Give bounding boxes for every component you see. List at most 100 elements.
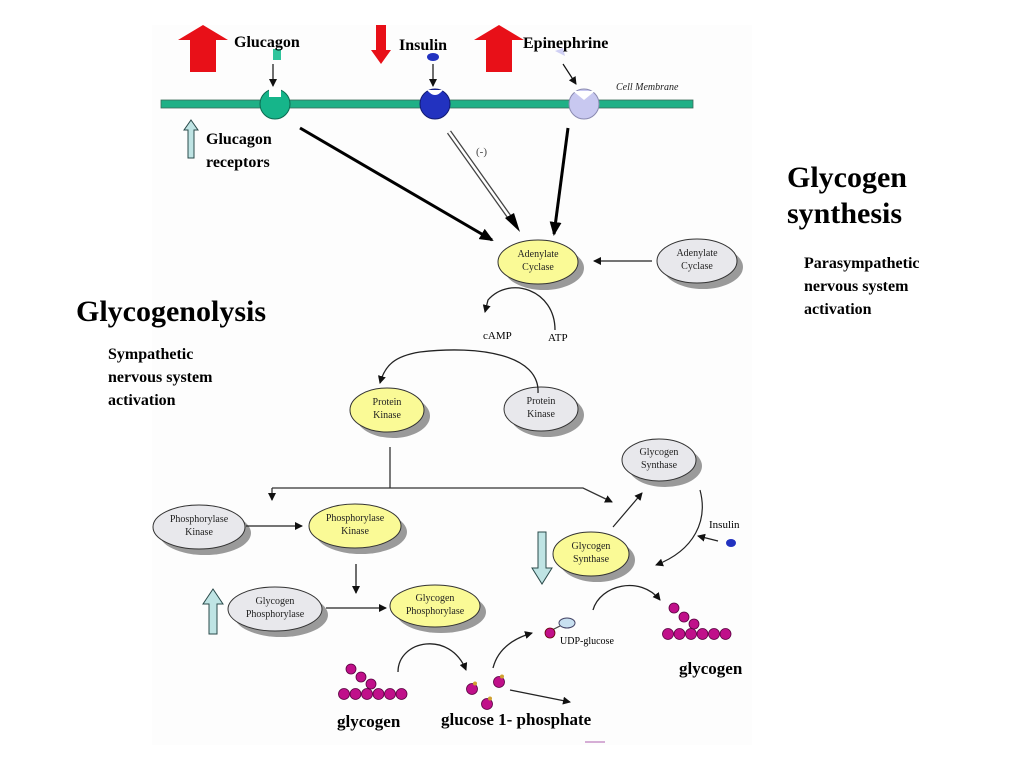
node-label-line1: Protein	[372, 397, 402, 408]
protein-kinase-inactive-node	[503, 386, 579, 432]
udp-glucose-label: UDP-glucose	[560, 636, 614, 647]
node-label-line1: Adenylate	[676, 248, 718, 259]
glucose-bead	[696, 628, 709, 640]
glucose-bead	[673, 628, 686, 640]
glucose-bead	[678, 611, 690, 623]
glycogen-phosphorylase-inactive-node	[227, 586, 323, 632]
atp-label: ATP	[548, 332, 568, 344]
node-label-line1: Glycogen	[255, 596, 295, 607]
parasympathetic-line1: Parasympathetic	[804, 255, 920, 272]
node-label-line2: Cyclase	[681, 261, 713, 272]
protein-kinase-active-node	[349, 387, 425, 433]
glycogen-left-chain-icon	[338, 663, 408, 700]
glucagon-receptors-line1: Glucagon	[206, 131, 272, 148]
node-label-line2: Phosphorylase	[405, 606, 465, 617]
inhibition-label: (-)	[476, 146, 487, 158]
glucose-bead	[668, 602, 680, 614]
phosphate-group	[488, 696, 492, 701]
adenylate-cyclase-inactive-node	[656, 238, 738, 284]
glucose-bead	[365, 678, 377, 690]
node-label-line1: Glycogen	[571, 541, 611, 552]
to-glycogen-synthase-arrow	[550, 487, 613, 503]
glucose-bead	[338, 688, 350, 700]
insulin-label: Insulin	[399, 37, 448, 54]
glucagon-up-arrow-icon	[178, 25, 228, 72]
glucagon-receptors-label: Glucagon receptors	[206, 128, 272, 174]
node-label-line1: Protein	[526, 396, 556, 407]
sympathetic-subtitle: Sympathetic nervous system activation	[108, 343, 212, 412]
glucose-bead	[493, 676, 505, 688]
insulin-receptor	[419, 88, 451, 120]
synthase-reactivation-arrow	[655, 489, 703, 567]
epinephrine-receptor	[568, 88, 600, 120]
insulin-ligand-icon	[427, 53, 439, 61]
glucagon-receptors-line2: receptors	[206, 154, 270, 171]
g1p-exit-arrow	[509, 689, 571, 705]
glucagon-receptors-up-arrow-icon	[183, 119, 199, 159]
glucose-1-phosphate-icon	[466, 674, 505, 710]
glycogen-synthesis-title-line2: synthesis	[787, 197, 903, 230]
phosphate-group	[473, 681, 477, 686]
glucagon-label: Glucagon	[234, 34, 300, 51]
glucose-bead	[662, 628, 674, 640]
insulin-to-synthase-arrow	[697, 533, 719, 542]
phosphate-group	[500, 674, 504, 679]
glycogen-synthesis-title: Glycogen synthesis	[787, 160, 907, 232]
atp-to-camp-arrow	[482, 287, 556, 331]
glucose-bead	[384, 688, 396, 700]
insulin-down-arrow-icon	[371, 25, 391, 64]
udp-glucose-icon	[544, 617, 576, 639]
cell-membrane-label: Cell Membrane	[616, 82, 679, 93]
insulin-inhibition-arrow	[446, 130, 520, 232]
glucagon-ligand-icon	[273, 49, 281, 60]
parasympathetic-line3: activation	[804, 301, 872, 318]
synthase-inactivation-arrow	[612, 492, 643, 528]
glucose-bead	[685, 628, 697, 640]
sympathetic-line2: nervous system	[108, 369, 213, 386]
epinephrine-activation-arrow	[549, 127, 570, 236]
glycogen-left-label: glycogen	[337, 712, 401, 731]
glucose-bead	[719, 628, 732, 640]
node-label-line2: Phosphorylase	[245, 609, 305, 620]
protein-kinase-activation-arrow	[378, 349, 539, 394]
glycogenolysis-title: Glycogenolysis	[76, 295, 267, 328]
node-label-line1: Adenylate	[517, 249, 559, 260]
glucose-bead	[372, 688, 385, 700]
sympathetic-line1: Sympathetic	[108, 346, 194, 363]
camp-label: cAMP	[483, 330, 512, 342]
phosphorylase-kinase-inactive-node	[152, 504, 246, 550]
glucose-bead	[481, 698, 493, 710]
node-label-line2: Synthase	[640, 460, 678, 471]
epinephrine-up-arrow-icon	[474, 25, 524, 72]
glucagon-receptor	[259, 88, 291, 120]
glucose-bead	[355, 671, 367, 683]
epinephrine-ligand-icon	[555, 48, 565, 56]
glucose-bead	[361, 688, 373, 700]
glycogen-synthase-down-arrow-icon	[531, 531, 553, 585]
sympathetic-line3: activation	[108, 392, 176, 409]
glucose-bead	[688, 618, 700, 630]
glucose-bead	[466, 683, 478, 695]
glucagon-activation-arrow	[299, 126, 494, 242]
node-label-line1: Glycogen	[415, 593, 455, 604]
glucose-bead	[349, 688, 362, 700]
glucose-bead	[708, 628, 720, 640]
phosphorylase-kinase-active-node	[308, 503, 402, 549]
glucose-bead	[345, 663, 357, 675]
node-label-line2: Kinase	[185, 527, 213, 538]
parasympathetic-line2: nervous system	[804, 278, 909, 295]
glucose-bead	[395, 688, 408, 700]
insulin-small-label: Insulin	[709, 519, 740, 531]
g1p-to-udp-glucose-arrow	[492, 631, 533, 669]
